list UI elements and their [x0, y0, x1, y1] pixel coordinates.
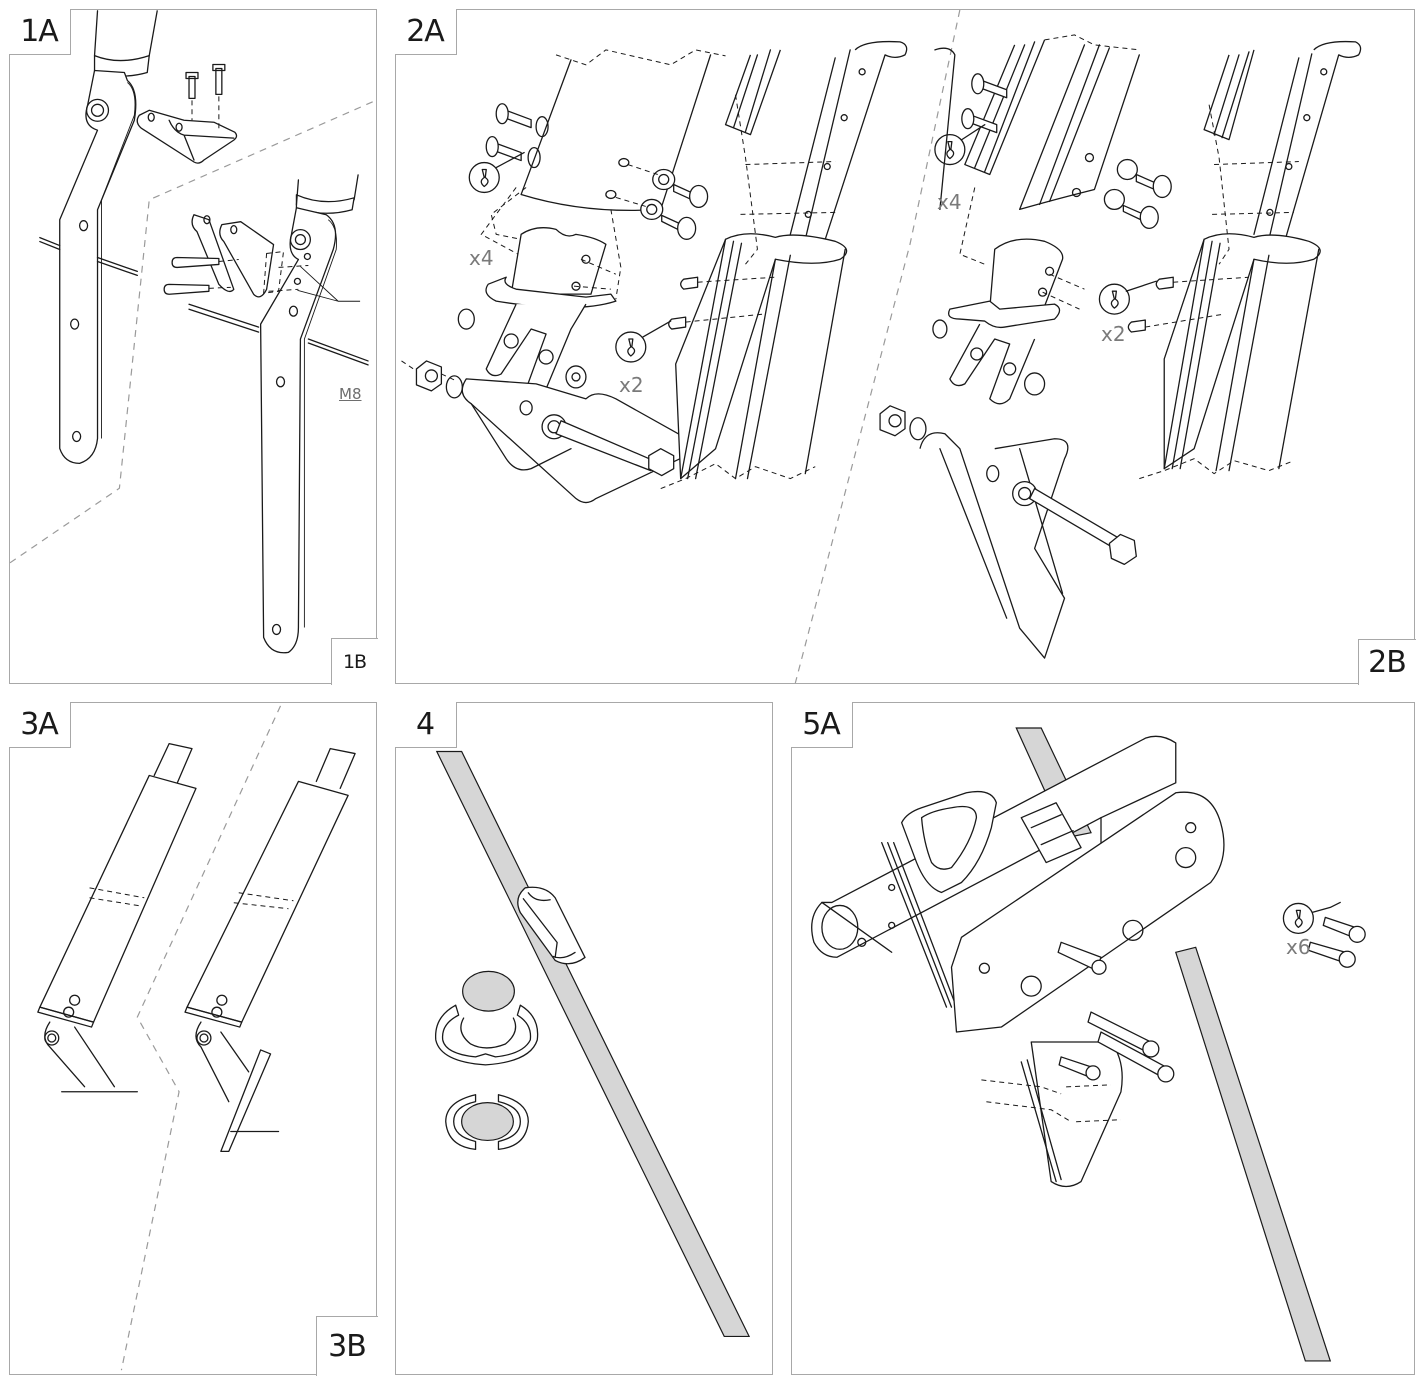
- bolt: [212, 63, 226, 96]
- footrest-bracket-1a: [136, 63, 238, 164]
- rail-2b: [1098, 40, 1362, 480]
- threadlocker-drop-icon: [1282, 902, 1314, 934]
- clip-closed-view: [445, 1094, 529, 1151]
- step-label-1b: 1B: [330, 637, 378, 685]
- step-label-4: 4: [394, 701, 457, 748]
- panel-4-drawing: [435, 750, 751, 1338]
- step-separator: [9, 99, 377, 564]
- bolt: [185, 71, 199, 100]
- step-label-3a: 3A: [8, 701, 71, 748]
- panel-5: x6 5A: [790, 701, 1415, 1375]
- panel-4: 4: [394, 701, 773, 1375]
- panel-5-drawing: [811, 727, 1366, 1362]
- cap-screws: [1057, 916, 1366, 1083]
- panel-2-drawing: [401, 9, 1362, 684]
- quantity-label: x2: [619, 373, 644, 397]
- actuator-3b: [184, 747, 356, 1153]
- rod-clip-mounted: [517, 886, 586, 965]
- clip-open-view: [435, 970, 539, 1066]
- armrest-arm-1b: [188, 174, 369, 654]
- step-separator: [794, 9, 961, 684]
- threadlocker-drop-icon: [468, 161, 500, 194]
- panel-3: 3A 3B: [8, 701, 378, 1376]
- quantity-label: x4: [469, 246, 494, 270]
- panel-3-drawing: [37, 705, 356, 1371]
- actuator-3a: [37, 742, 197, 1093]
- support-rod-lower: [1175, 946, 1332, 1362]
- armrest-arm-1a: [39, 10, 158, 465]
- quantity-label: x2: [1101, 322, 1126, 346]
- panel-1: M8 1A 1B: [8, 8, 378, 685]
- tube-2b: [879, 34, 1172, 659]
- quantity-label: x4: [937, 190, 962, 214]
- step-label-5a: 5A: [790, 701, 853, 748]
- panel-1-drawing: [9, 10, 377, 654]
- bolt: [171, 256, 220, 269]
- step-label-2b: 2B: [1357, 638, 1416, 685]
- rail-2a: [615, 40, 908, 490]
- frame-tube-front: [950, 791, 1225, 1033]
- bolt: [163, 283, 210, 295]
- footrest-bracket-1b: [163, 214, 361, 302]
- lower-tube: [981, 1041, 1123, 1188]
- support-rod: [435, 750, 751, 1338]
- bolt-size-callout: M8: [339, 385, 362, 403]
- step-label-3b: 3B: [315, 1315, 378, 1376]
- step-separator: [120, 705, 282, 1371]
- tube-2a: [401, 49, 726, 504]
- quantity-label: x6: [1286, 935, 1311, 959]
- step-label-2a: 2A: [394, 8, 457, 55]
- panel-2: x4 x2 x4 x2 2A 2B: [394, 8, 1416, 685]
- connector-sleeve: [1020, 802, 1082, 864]
- step-label-1a: 1A: [8, 8, 71, 55]
